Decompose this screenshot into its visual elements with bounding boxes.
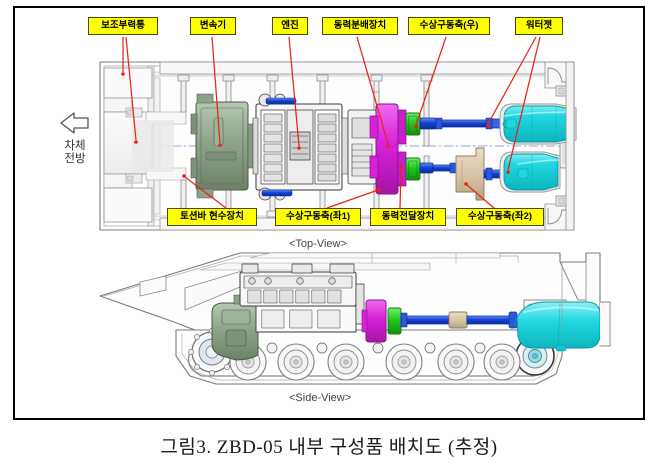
label-transmission: 변속기 <box>190 17 236 35</box>
label-text: 수상구동축(좌2) <box>467 211 533 222</box>
side-view-label: <Side-View> <box>289 392 352 404</box>
label-text: 수상구동축(좌1) <box>285 211 351 222</box>
power-distribution-unit-top <box>369 103 407 195</box>
coupling-lower <box>405 157 421 181</box>
label-text: 동력분배장치 <box>333 20 387 31</box>
top-view-label: <Top-View> <box>289 238 347 250</box>
label-water-drive-shaft-left2: 수상구동축(좌2) <box>456 208 544 226</box>
waterjet-lower-top <box>499 151 561 193</box>
label-water-drive-shaft-left1: 수상구동축(좌1) <box>275 208 361 226</box>
label-aux-buoyancy-tank: 보조부력통 <box>88 17 158 35</box>
engine-side <box>239 263 365 333</box>
label-torsion-bar-suspension: 토션바 현수장치 <box>167 208 257 226</box>
figure-caption: 그림3. ZBD-05 내부 구성품 배치도 (추정) <box>160 437 498 458</box>
power-transfer-unit-top <box>455 147 485 201</box>
transmission-top <box>190 93 257 199</box>
label-text: 워터젯 <box>525 20 553 31</box>
coupling-side <box>387 307 402 335</box>
label-engine: 엔진 <box>272 17 308 35</box>
top-view-group <box>99 61 577 231</box>
power-distribution-unit-side <box>361 299 387 343</box>
side-view-group <box>99 252 611 385</box>
label-power-distribution-unit: 동력분배장치 <box>322 17 398 35</box>
water-drive-shaft-right-top <box>419 117 507 130</box>
waterjet-side <box>514 301 601 352</box>
coupling-upper <box>405 112 421 136</box>
left-arrow-icon <box>60 112 89 134</box>
direction-text-line2: 전방 <box>64 152 86 165</box>
label-text: 동력전달장치 <box>381 211 435 222</box>
label-text: 보조부력통 <box>101 20 145 31</box>
label-text: 토션바 현수장치 <box>180 211 244 222</box>
leader-lines-bottom <box>182 165 495 209</box>
leader-lines-top <box>121 36 541 174</box>
label-water-drive-shaft-right: 수상구동축(우) <box>408 17 490 35</box>
label-text: 수상구동축(우) <box>419 20 479 31</box>
label-text: 엔진 <box>281 20 299 31</box>
label-waterjet: 워터젯 <box>515 17 563 35</box>
label-text: 변속기 <box>199 20 227 31</box>
transmission-side <box>211 294 259 361</box>
direction-text-line1: 차체 <box>64 140 86 152</box>
drive-shaft-side <box>400 311 518 329</box>
engine-top <box>252 93 349 201</box>
label-power-transfer-unit: 동력전달장치 <box>370 208 446 226</box>
waterjet-upper-top <box>499 103 577 145</box>
direction-text: 차체 전방 <box>52 140 98 166</box>
